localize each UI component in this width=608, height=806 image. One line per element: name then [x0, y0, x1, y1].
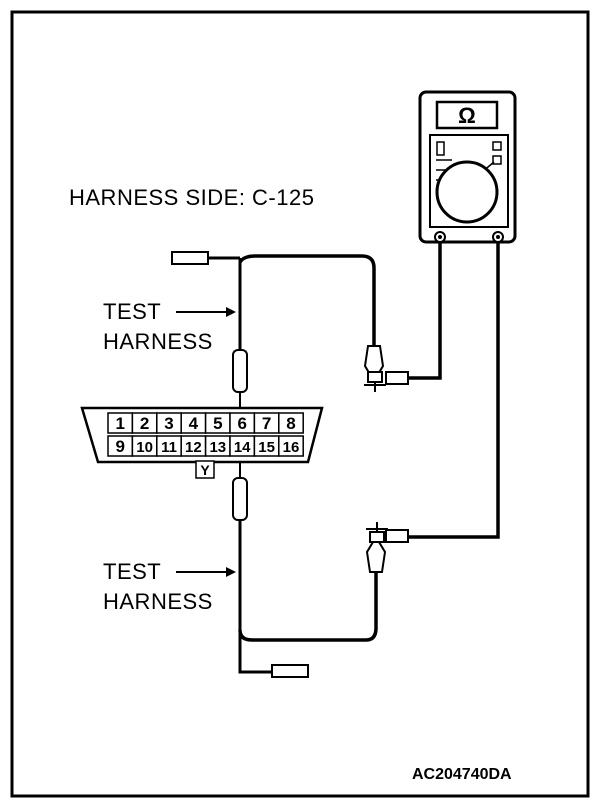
pin-label-6: 6 — [237, 414, 246, 433]
harness-side-title: HARNESS SIDE: C-125 — [69, 185, 315, 210]
lower-test-harness — [232, 452, 409, 678]
pin-label-11: 11 — [161, 439, 177, 456]
pin-label-14: 14 — [234, 439, 251, 456]
figure-border — [10, 10, 590, 798]
figure-code: AC204740DA — [412, 766, 512, 783]
upper-harness-label: HARNESS — [103, 329, 213, 354]
pin-label-4: 4 — [189, 414, 199, 433]
pin-label-13: 13 — [209, 439, 226, 456]
meter-probe-right — [385, 529, 409, 543]
meter-lead-right — [408, 242, 500, 539]
pin-cell-16 — [278, 435, 304, 457]
lower-clip — [365, 541, 387, 573]
pin-cell-8 — [278, 412, 304, 434]
meter-probe-left — [385, 371, 409, 385]
pin-label-2: 2 — [140, 414, 149, 433]
harness-lower-terminal — [271, 664, 309, 678]
pin-label-15: 15 — [258, 439, 275, 456]
harness-upper-terminal — [171, 251, 209, 265]
pin-label-1: 1 — [115, 414, 124, 433]
pin-label-10: 10 — [136, 439, 153, 456]
lower-test-label: TEST — [103, 559, 162, 584]
wire-color-box — [195, 460, 215, 479]
meter-lead-left — [408, 242, 442, 380]
pin-label-8: 8 — [286, 414, 295, 433]
meter-display — [435, 100, 499, 130]
pin-label-5: 5 — [213, 414, 222, 433]
harness-lower-probe — [232, 477, 248, 521]
wire-color-label: Y — [200, 462, 210, 478]
pin-label-12: 12 — [185, 439, 202, 456]
pin-label-9: 9 — [115, 437, 124, 456]
selector-dial — [435, 160, 499, 224]
pin-label-3: 3 — [164, 414, 173, 433]
upper-test-label: TEST — [103, 299, 162, 324]
harness-upper-probe — [232, 349, 248, 393]
lower-harness-label: HARNESS — [103, 589, 213, 614]
pin-label-16: 16 — [283, 439, 300, 456]
pin-label-7: 7 — [262, 414, 271, 433]
ohm-symbol: Ω — [458, 103, 476, 128]
ohmmeter: Ω — [418, 90, 517, 244]
